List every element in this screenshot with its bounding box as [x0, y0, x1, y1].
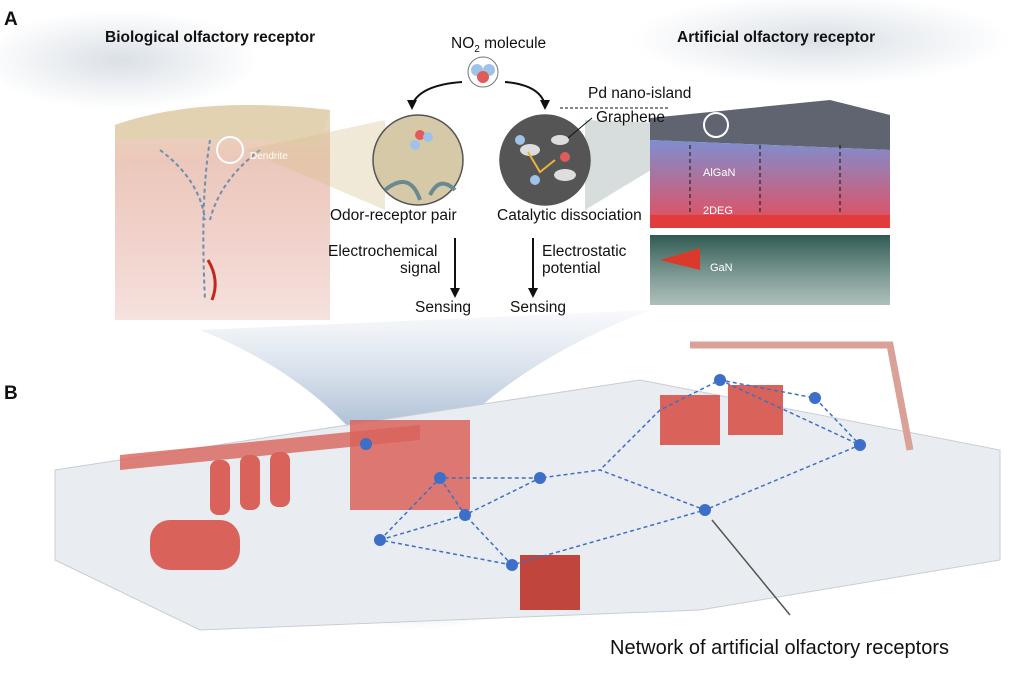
arrow-down-right-icon	[528, 238, 538, 298]
no2-subscript: 2	[474, 44, 480, 56]
odor-receptor-pair-label: Odor-receptor pair	[330, 207, 457, 224]
bio-receptor-title: Biological olfactory receptor	[105, 29, 316, 46]
catalytic-dissociation-label: Catalytic dissociation	[497, 207, 642, 224]
signal-label: signal	[400, 260, 441, 277]
panel-label-a: A	[4, 9, 18, 30]
network-label: Network of artificial olfactory receptor…	[610, 637, 950, 659]
pd-nano-island-label: Pd nano-island	[588, 85, 692, 102]
2deg-label: 2DEG	[703, 205, 733, 217]
odor-receptor-inset	[372, 114, 464, 206]
arrow-down-left-icon	[450, 238, 460, 298]
sensing-right-label: Sensing	[510, 299, 567, 316]
zoom-cone-left	[245, 120, 385, 210]
hemt-device	[650, 100, 890, 305]
no2-label: NO2 molecule	[451, 36, 546, 55]
electrostatic-label: Electrostatic	[542, 243, 627, 260]
gan-label: GaN	[710, 262, 733, 274]
artificial-receptor-title: Artificial olfactory receptor	[677, 29, 876, 46]
sensor-nodes	[360, 374, 866, 571]
electrochemical-label: Electrochemical	[328, 243, 438, 260]
network-leader-line	[711, 519, 791, 616]
sensing-left-label: Sensing	[415, 299, 472, 316]
curved-arrow-right-icon	[504, 81, 550, 110]
dendrite-label: Dendrite	[250, 151, 288, 162]
no2-text: NO	[451, 35, 475, 52]
graphene-label: Graphene	[596, 109, 665, 126]
algan-label: AlGaN	[703, 167, 736, 179]
catalytic-inset	[499, 114, 591, 206]
molecule-text: molecule	[479, 35, 547, 52]
factory-building	[54, 341, 1001, 631]
curved-arrow-left-icon	[407, 81, 463, 110]
panel-label-b: B	[4, 383, 18, 404]
potential-label: potential	[542, 260, 601, 277]
no2-molecule-icon	[467, 56, 499, 88]
biological-tissue	[115, 105, 330, 320]
graphene-leader-line	[567, 117, 593, 139]
zoom-cone-b	[200, 310, 650, 440]
